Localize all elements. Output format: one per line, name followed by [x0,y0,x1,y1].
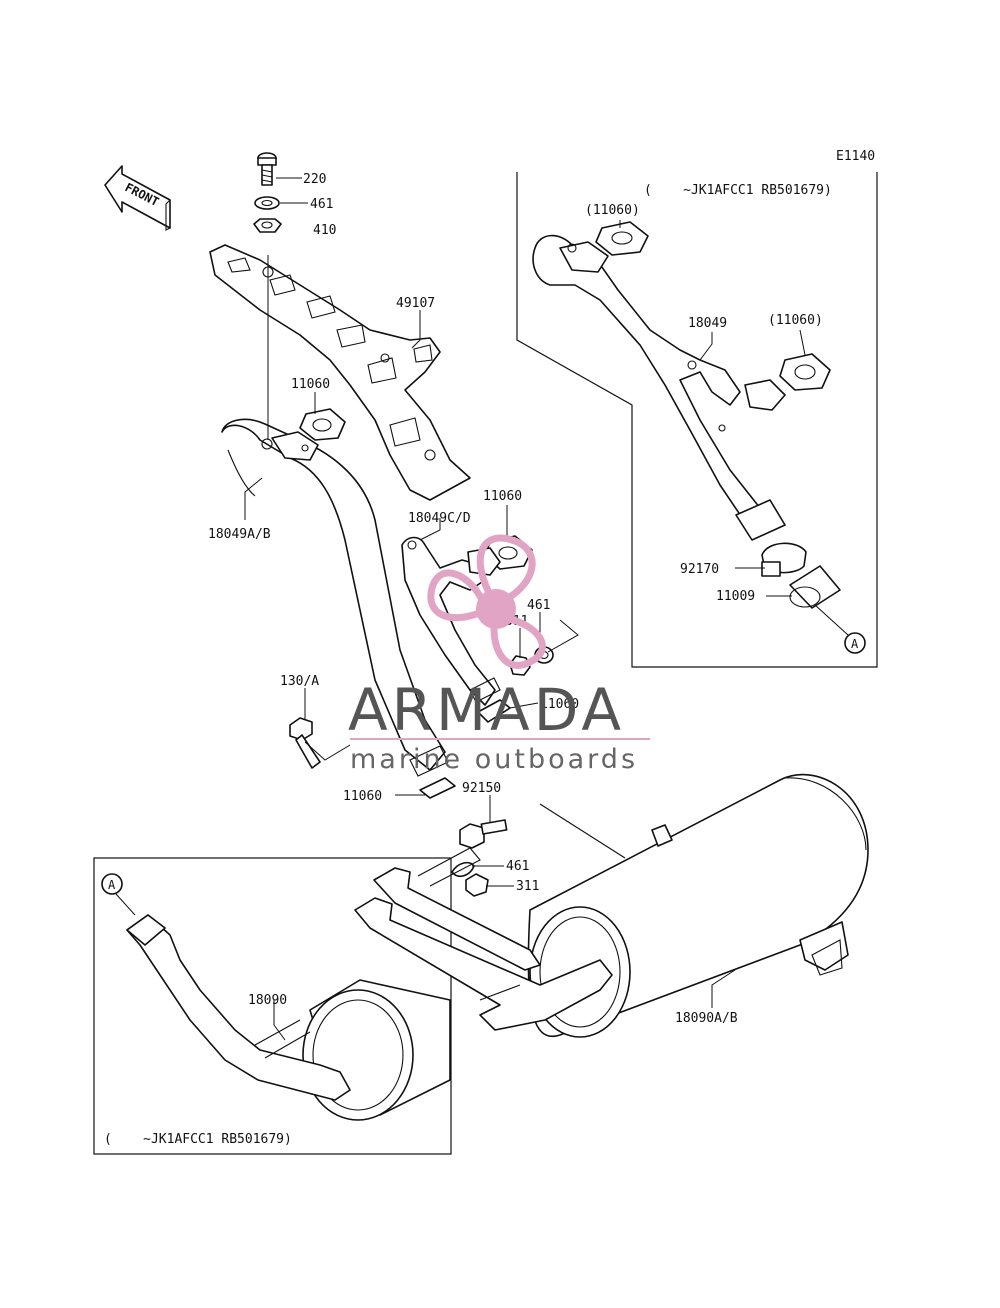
label-11060-right: 11060 [540,697,579,712]
bolt-130A-icon [289,717,321,769]
svg-text:A: A [108,878,116,892]
inset-sleeve-11009-icon [789,565,841,609]
armada-watermark: ARMADA marine outboards [348,534,650,775]
label-410: 410 [313,223,336,238]
front-arrow-icon: FRONT [104,165,171,231]
label-92150: 92150 [462,781,501,796]
diagram-code: E1140 [836,149,875,164]
bolt-92150-icon [459,819,508,849]
inset-clamp-92170-icon [761,542,807,577]
nut-410-icon [253,218,282,233]
label-311-low: 311 [516,879,539,894]
label-18049AB: 18049A/B [208,527,271,542]
bolt-220-icon [257,152,277,186]
heat-shield-49107 [209,244,471,501]
svg-text:A: A [851,637,859,651]
part-labels: E1140 220 461 410 49107 11060 18049A/B 1… [104,149,875,1147]
inset-top-right-box [516,172,878,668]
inset-gasket-11060-right-icon [779,353,831,391]
washer-461-icon [254,196,280,210]
label-461-top: 461 [310,197,333,212]
head-pipe-18049AB [221,418,446,771]
label-92170: 92170 [680,562,719,577]
label-11009: 11009 [716,589,755,604]
label-11060-mid: 11060 [291,377,330,392]
muffler-18090AB [354,773,869,1038]
inset-muffler-18090 [126,914,451,1121]
gasket-11060-mid-icon [299,408,346,441]
label-inset-11060-top: (11060) [585,203,640,218]
inset-bottom-note: ( ~JK1AFCC1 RB501679) [104,1132,292,1147]
label-130A: 130/A [280,674,319,689]
watermark-tagline: marine outboards [350,744,638,775]
inset-top-note: ( ~JK1AFCC1 RB501679) [644,183,832,198]
inset-head-pipe-18049 [532,234,786,541]
label-inset-18049: 18049 [688,316,727,331]
ref-marker-a-top: A [844,632,866,654]
label-11060-bottom: 11060 [343,789,382,804]
nut-311-low-icon [465,873,489,897]
label-inset-11060-right: (11060) [768,313,823,328]
propeller-hub-icon [476,589,516,629]
label-49107: 49107 [396,296,435,311]
gasket-11060-bottom-icon [419,777,456,799]
watermark-brand: ARMADA [348,676,625,744]
label-18049CD: 18049C/D [408,511,471,526]
label-220: 220 [303,172,326,187]
label-461-mid: 461 [527,598,550,613]
label-18090: 18090 [248,993,287,1008]
inset-gasket-11060-top-icon [595,221,649,256]
propeller-logo-icon [427,534,546,669]
ref-marker-a-bottom: A [101,873,123,895]
watermark-divider [350,738,650,740]
inset-bottom-left-box [93,857,452,1155]
label-18090AB: 18090A/B [675,1011,738,1026]
label-11060-center: 11060 [483,489,522,504]
head-pipe-18049CD [401,536,501,706]
label-461-low: 461 [506,859,529,874]
